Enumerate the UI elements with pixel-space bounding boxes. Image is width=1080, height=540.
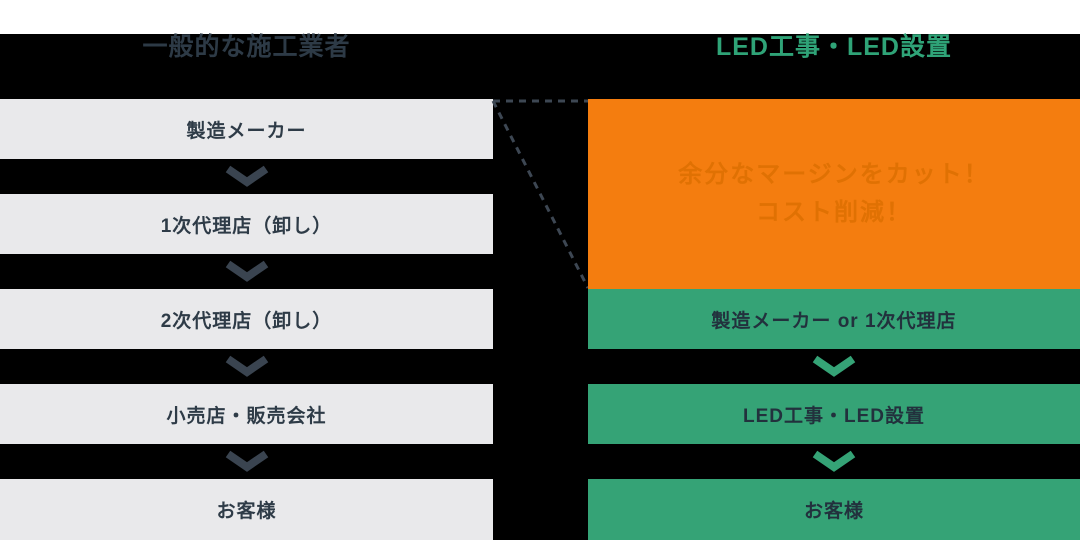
flow-arrow: [223, 165, 271, 187]
chevron-down-icon: [225, 450, 269, 472]
flow-step-manufacturer: 製造メーカー: [0, 99, 493, 159]
right-column-header: LED工事・LED設置: [715, 33, 952, 61]
highlight-banner-line1: 余分なマージンをカット！: [678, 161, 990, 188]
flow-step-customer-left: お客様: [0, 479, 493, 540]
dashed-line-diagonal: [491, 100, 590, 289]
highlight-banner-line2: コスト削減！: [756, 199, 912, 226]
highlight-banner: 余分なマージンをカット！ コスト削減！: [588, 99, 1080, 289]
flow-step-led-installation: LED工事・LED設置: [588, 384, 1080, 444]
flow-step-secondary-distributor: 2次代理店（卸し）: [0, 289, 493, 349]
flow-arrow: [810, 450, 858, 472]
flow-step-customer-right: お客様: [588, 479, 1080, 540]
left-column-header: 一般的な施工業者: [142, 33, 351, 61]
chevron-down-icon: [225, 260, 269, 282]
flow-arrow: [223, 355, 271, 377]
flow-step-primary-distributor: 1次代理店（卸し）: [0, 194, 493, 254]
chevron-down-icon: [225, 355, 269, 377]
chevron-down-icon: [812, 355, 856, 377]
flow-arrow: [223, 450, 271, 472]
dashed-expansion-lines: [491, 99, 590, 289]
chevron-down-icon: [812, 450, 856, 472]
flow-step-retailer: 小売店・販売会社: [0, 384, 493, 444]
flow-arrow: [810, 355, 858, 377]
flow-arrow: [223, 260, 271, 282]
flow-step-maker-or-primary: 製造メーカー or 1次代理店: [588, 289, 1080, 349]
chevron-down-icon: [225, 165, 269, 187]
top-white-strip: [0, 0, 1080, 34]
